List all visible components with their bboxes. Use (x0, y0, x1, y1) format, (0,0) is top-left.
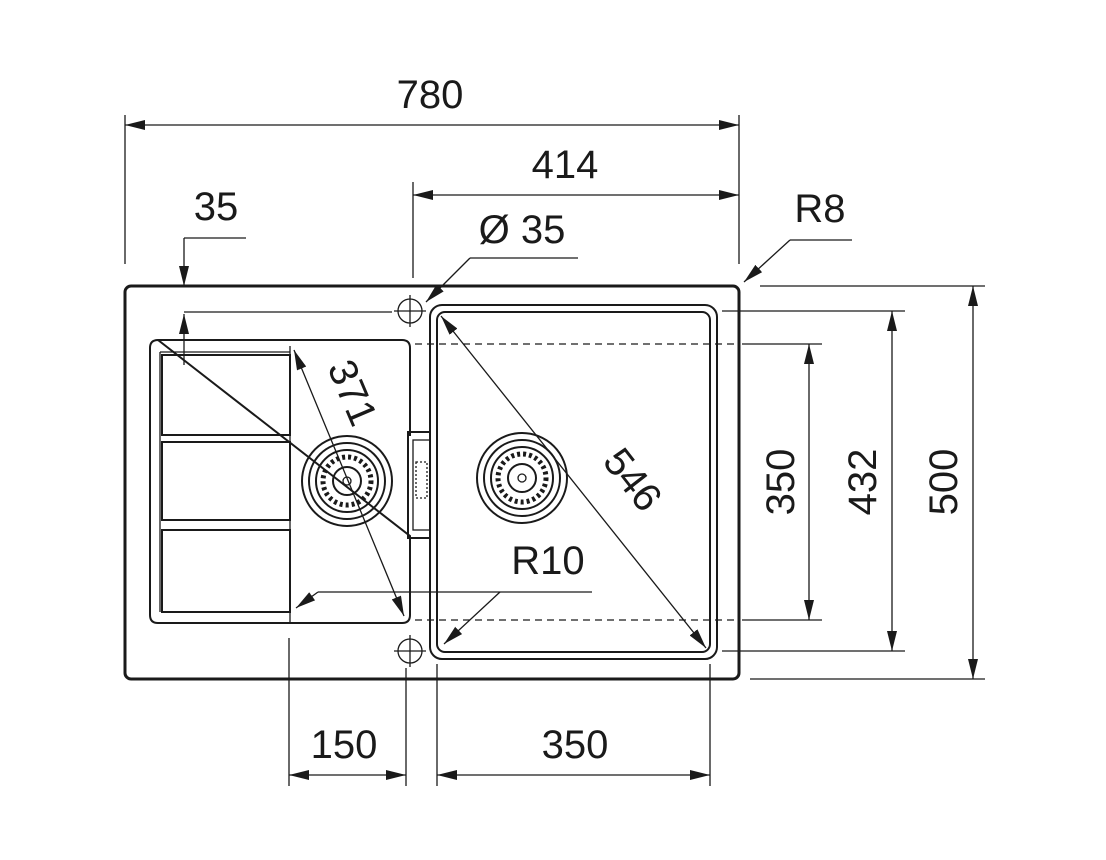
label-150: 150 (311, 723, 378, 767)
main-bowl (429, 304, 718, 660)
tap-hole-top (394, 295, 426, 327)
drain-waste-left (301, 435, 393, 527)
dim-outer-radius: R8 (743, 187, 852, 283)
label-414: 414 (532, 143, 599, 187)
label-r8: R8 (794, 187, 845, 231)
label-780: 780 (397, 73, 464, 117)
overflow-slot (407, 431, 431, 539)
label-371: 371 (319, 354, 386, 433)
dim-overall-depth: 500 (922, 286, 978, 679)
dim-edge-offset: 35 (179, 185, 392, 365)
label-546: 546 (594, 440, 670, 520)
label-r10: R10 (511, 539, 584, 583)
dim-drainer-diagonal: 371 (293, 349, 405, 617)
dim-bowl-depth: 350 (759, 344, 814, 620)
drainer-area (149, 338, 411, 624)
label-350-depth: 350 (759, 449, 803, 516)
dim-tap-hole: Ø 35 (425, 208, 578, 303)
tap-hole-bottom (394, 635, 426, 667)
dim-drainer-width: 150 (288, 638, 407, 786)
drain-waste-right (476, 432, 568, 524)
label-500: 500 (922, 449, 966, 516)
label-350-width: 350 (542, 723, 609, 767)
dim-overall-width: 780 (124, 73, 740, 264)
dim-inner-depth: 432 (841, 311, 897, 651)
label-432: 432 (841, 449, 885, 516)
right-extension-lines (722, 285, 985, 680)
dim-bowl-radius: R10 (295, 539, 592, 645)
label-35: 35 (194, 185, 239, 229)
dim-bowl-diagonal: 546 (440, 315, 707, 649)
dim-bowl-section-width: 414 (412, 143, 739, 278)
dim-bowl-width: 350 (436, 664, 711, 786)
label-tap-hole: Ø 35 (479, 208, 566, 252)
